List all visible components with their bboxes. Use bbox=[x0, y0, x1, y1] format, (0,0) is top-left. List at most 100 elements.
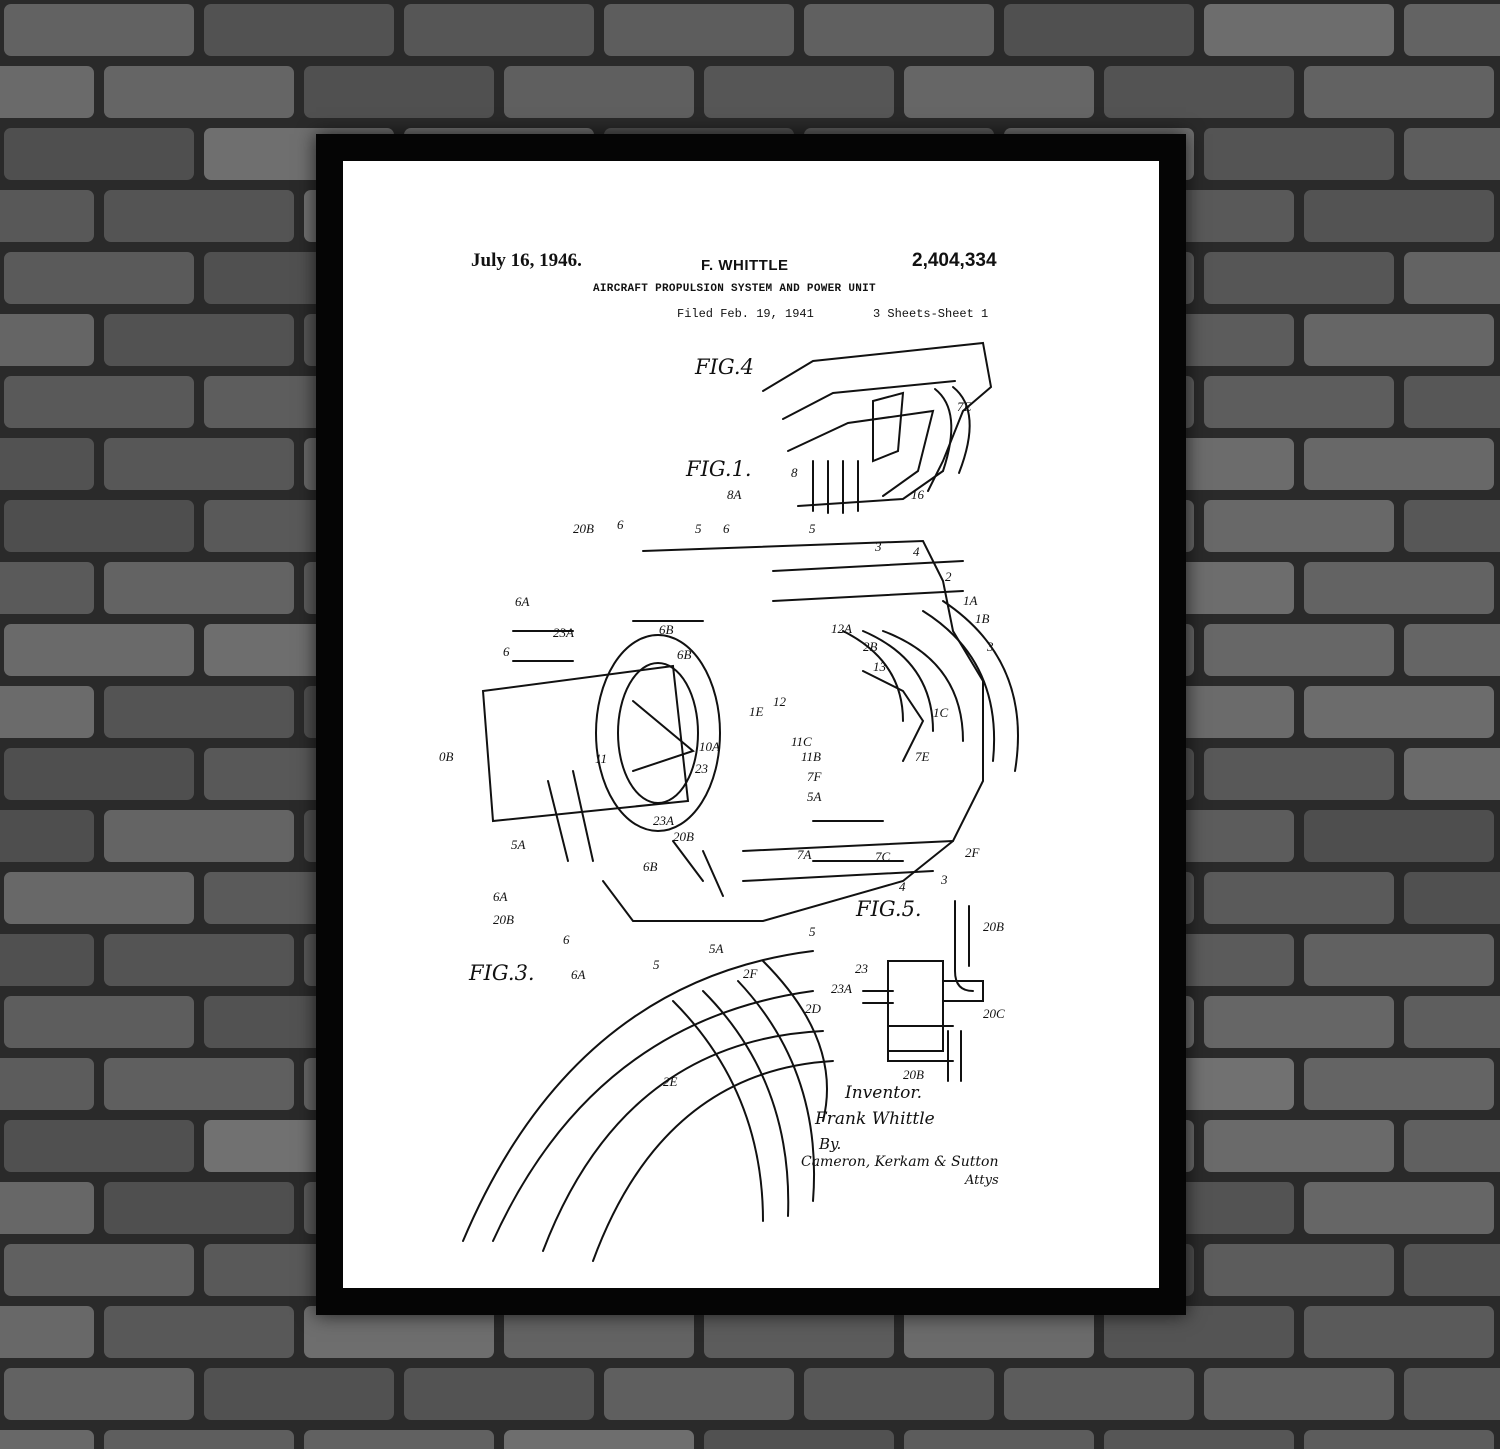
brick bbox=[1304, 1182, 1494, 1234]
brick bbox=[4, 1244, 194, 1296]
brick bbox=[104, 562, 294, 614]
fig3-nozzle-blades-sketch bbox=[462, 950, 834, 1262]
brick bbox=[0, 314, 94, 366]
fig5-valve-sketch bbox=[862, 900, 984, 1082]
svg-text:5: 5 bbox=[809, 924, 816, 939]
brick bbox=[0, 1182, 94, 1234]
brick bbox=[1404, 4, 1500, 56]
figure-4-label: FIG.4 bbox=[695, 355, 754, 379]
svg-text:1A: 1A bbox=[963, 593, 978, 608]
svg-text:2E: 2E bbox=[663, 1074, 678, 1089]
svg-text:6A: 6A bbox=[571, 967, 586, 982]
brick bbox=[4, 872, 194, 924]
brick bbox=[504, 66, 694, 118]
patent-date: July 16, 1946. bbox=[471, 250, 582, 271]
brick bbox=[104, 934, 294, 986]
svg-text:2D: 2D bbox=[805, 1001, 822, 1016]
brick bbox=[0, 1306, 94, 1358]
svg-text:6: 6 bbox=[723, 521, 730, 536]
brick bbox=[1404, 1368, 1500, 1420]
inventor-signature: Frank Whittle bbox=[815, 1109, 935, 1129]
svg-text:23A: 23A bbox=[653, 813, 674, 828]
brick bbox=[204, 1368, 394, 1420]
inventor-label: Inventor. bbox=[845, 1083, 923, 1103]
svg-text:6A: 6A bbox=[515, 594, 530, 609]
svg-text:2F: 2F bbox=[743, 966, 759, 981]
brick bbox=[0, 810, 94, 862]
svg-text:2B: 2B bbox=[863, 639, 878, 654]
svg-text:5A: 5A bbox=[511, 837, 526, 852]
brick bbox=[104, 1182, 294, 1234]
brick bbox=[504, 1430, 694, 1449]
brick bbox=[1304, 1430, 1494, 1449]
brick bbox=[1204, 252, 1394, 304]
patent-filed-date: Filed Feb. 19, 1941 bbox=[677, 307, 814, 321]
brick bbox=[1404, 500, 1500, 552]
brick bbox=[904, 66, 1094, 118]
brick bbox=[4, 1368, 194, 1420]
brick bbox=[4, 128, 194, 180]
svg-text:7F: 7F bbox=[807, 769, 823, 784]
svg-text:3: 3 bbox=[940, 872, 948, 887]
brick bbox=[1004, 1368, 1194, 1420]
brick bbox=[0, 934, 94, 986]
svg-text:4: 4 bbox=[913, 544, 920, 559]
brick bbox=[1404, 1120, 1500, 1172]
svg-text:12: 12 bbox=[773, 694, 787, 709]
by-label: By. bbox=[819, 1135, 842, 1153]
brick bbox=[1204, 1368, 1394, 1420]
svg-text:7E: 7E bbox=[957, 399, 972, 414]
brick bbox=[1304, 934, 1494, 986]
brick bbox=[1104, 66, 1294, 118]
brick bbox=[1404, 748, 1500, 800]
brick bbox=[1204, 500, 1394, 552]
brick bbox=[1304, 1306, 1494, 1358]
figure-1-label: FIG.1. bbox=[686, 457, 752, 481]
svg-text:7A: 7A bbox=[797, 847, 812, 862]
brick bbox=[4, 252, 194, 304]
brick bbox=[1204, 376, 1394, 428]
brick bbox=[0, 562, 94, 614]
brick bbox=[104, 1430, 294, 1449]
svg-text:16: 16 bbox=[911, 487, 925, 502]
brick bbox=[1204, 748, 1394, 800]
svg-text:6B: 6B bbox=[643, 859, 658, 874]
attorneys-signature: Cameron, Kerkam & Sutton bbox=[801, 1154, 999, 1170]
svg-text:5: 5 bbox=[653, 957, 660, 972]
brick bbox=[1204, 996, 1394, 1048]
svg-text:23: 23 bbox=[695, 761, 709, 776]
brick bbox=[304, 1306, 494, 1358]
figure-5-label: FIG.5. bbox=[856, 897, 922, 921]
brick bbox=[0, 66, 94, 118]
svg-text:6: 6 bbox=[563, 932, 570, 947]
svg-text:3: 3 bbox=[986, 639, 994, 654]
brick bbox=[1304, 438, 1494, 490]
brick bbox=[1204, 1120, 1394, 1172]
patent-sheet-count: 3 Sheets-Sheet 1 bbox=[873, 307, 989, 321]
brick bbox=[1304, 810, 1494, 862]
brick bbox=[4, 500, 194, 552]
brick bbox=[1304, 1058, 1494, 1110]
svg-text:1C: 1C bbox=[933, 705, 949, 720]
brick bbox=[1404, 1244, 1500, 1296]
svg-text:20B: 20B bbox=[903, 1067, 924, 1082]
brick bbox=[104, 314, 294, 366]
brick bbox=[604, 4, 794, 56]
figure-3-label: FIG.3. bbox=[469, 961, 535, 985]
brick bbox=[104, 190, 294, 242]
brick bbox=[1404, 624, 1500, 676]
svg-text:5: 5 bbox=[695, 521, 702, 536]
svg-text:8A: 8A bbox=[727, 487, 742, 502]
brick bbox=[1404, 376, 1500, 428]
svg-text:20B: 20B bbox=[983, 919, 1004, 934]
brick bbox=[1304, 190, 1494, 242]
svg-text:7C: 7C bbox=[875, 849, 891, 864]
svg-text:23A: 23A bbox=[831, 981, 852, 996]
brick bbox=[704, 1306, 894, 1358]
brick bbox=[604, 1368, 794, 1420]
brick bbox=[1404, 996, 1500, 1048]
svg-text:6A: 6A bbox=[493, 889, 508, 904]
